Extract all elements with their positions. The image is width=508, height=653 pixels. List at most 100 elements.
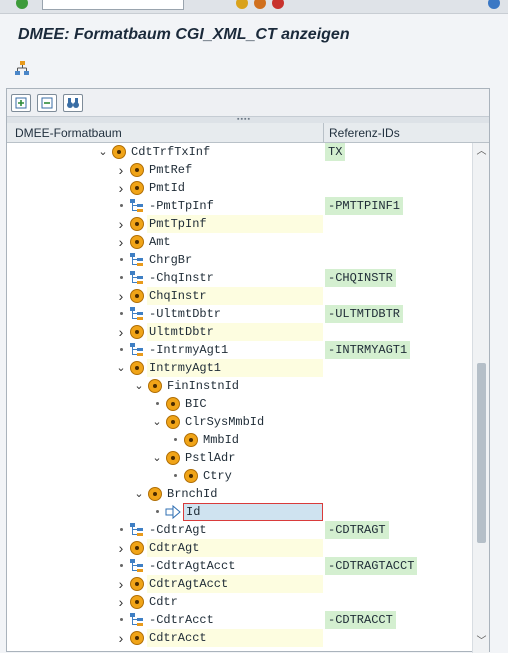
tree-row[interactable]: Ctry	[7, 467, 471, 485]
column-separator[interactable]	[323, 123, 324, 143]
tree-node-label[interactable]: PstlAdr	[185, 451, 236, 465]
tree-row[interactable]: ⌄ BrnchId	[7, 485, 471, 503]
tree-node-label[interactable]: -ChqInstr	[149, 271, 214, 285]
tree-row[interactable]: -ChqInstr-CHQINSTR	[7, 269, 471, 287]
tree-node-label[interactable]: CdtTrfTxInf	[131, 145, 211, 159]
tree-node-label[interactable]: Id	[183, 503, 323, 521]
tree-row[interactable]: -CdtrAgtAcct-CDTRAGTACCT	[7, 557, 471, 575]
chevron-down-icon[interactable]: ⌄	[134, 488, 144, 500]
chevron-right-icon[interactable]: ›	[118, 594, 124, 610]
reference-id: -CDTRACCT	[325, 611, 396, 629]
element-node-icon	[184, 433, 198, 447]
exit-icon[interactable]	[254, 0, 266, 9]
tree-node-label[interactable]: MmbId	[203, 433, 240, 447]
tree-node-label[interactable]: BIC	[185, 397, 207, 411]
collapse-all-button[interactable]	[37, 94, 57, 112]
tree-row[interactable]: -PmtTpInf-PMTTPINF1	[7, 197, 471, 215]
tree-row[interactable]: › PmtTpInf	[7, 215, 471, 233]
element-node-icon	[130, 631, 144, 645]
command-field[interactable]	[42, 0, 184, 10]
title-bar: DMEE: Formatbaum CGI_XML_CT anzeigen	[0, 16, 508, 54]
tree-row[interactable]: › Amt	[7, 233, 471, 251]
tree-node-label[interactable]: ChqInstr	[147, 287, 323, 305]
tree-node-label[interactable]: -IntrmyAgt1	[149, 343, 229, 357]
leaf-bullet-icon	[120, 204, 123, 207]
tree-row[interactable]: -UltmtDbtr-ULTMTDBTR	[7, 305, 471, 323]
tree-row[interactable]: › UltmtDbtr	[7, 323, 471, 341]
tree-row[interactable]: -CdtrAcct -CDTRACCT	[7, 611, 471, 629]
tree-node-label[interactable]: -CdtrAcct	[149, 613, 214, 627]
tree-node-label[interactable]: CdtrAgtAcct	[147, 575, 323, 593]
chevron-down-icon[interactable]: ⌄	[134, 380, 144, 392]
tree-row[interactable]: ChrgBr	[7, 251, 471, 269]
scroll-up-icon[interactable]: ︿	[476, 146, 487, 157]
tree-node-label[interactable]: CdtrAcct	[147, 629, 323, 647]
tree-row[interactable]: BIC	[7, 395, 471, 413]
chevron-down-icon[interactable]: ⌄	[152, 452, 162, 464]
leaf-bullet-icon	[156, 510, 159, 513]
chevron-down-icon[interactable]: ⌄	[152, 416, 162, 428]
tree-row[interactable]: Id	[7, 503, 471, 521]
tree-node-label[interactable]: FinInstnId	[167, 379, 240, 393]
tree-row[interactable]: MmbId	[7, 431, 471, 449]
tree-row[interactable]: › PmtRef	[7, 161, 471, 179]
tree-node-label[interactable]: UltmtDbtr	[147, 323, 323, 341]
help-icon[interactable]	[488, 0, 500, 9]
chevron-right-icon[interactable]: ›	[118, 180, 124, 196]
tree-node-label[interactable]: -PmtTpInf	[149, 199, 214, 213]
tree-node-label[interactable]: PmtRef	[149, 163, 193, 177]
tree-node-label[interactable]: ClrSysMmbId	[185, 415, 265, 429]
tree-row[interactable]: ⌄ ClrSysMmbId	[7, 413, 471, 431]
tree-node-label[interactable]: PmtId	[149, 181, 186, 195]
leaf-bullet-icon	[174, 438, 177, 441]
tree-node-label[interactable]: IntrmyAgt1	[147, 359, 323, 377]
cancel-icon[interactable]	[272, 0, 284, 9]
tree-row[interactable]: › CdtrAgt	[7, 539, 471, 557]
find-button[interactable]	[63, 94, 83, 112]
tree-row[interactable]: -IntrmyAgt1-INTRMYAGT1	[7, 341, 471, 359]
tree-node-label[interactable]: Ctry	[203, 469, 232, 483]
tree-node-label[interactable]: CdtrAgt	[147, 539, 323, 557]
tree-row[interactable]: › Cdtr	[7, 593, 471, 611]
splitter-handle[interactable]: ▪▪▪▪	[7, 116, 489, 123]
chevron-down-icon[interactable]: ⌄	[116, 362, 126, 374]
tree-node-label[interactable]: BrnchId	[167, 487, 218, 501]
scroll-down-icon[interactable]: ﹀	[476, 636, 487, 647]
hierarchy-icon[interactable]	[14, 60, 30, 76]
element-node-icon	[112, 145, 126, 159]
column-header-refs[interactable]: Referenz-IDs	[329, 126, 400, 140]
back-icon[interactable]	[236, 0, 248, 9]
tree-node-label[interactable]: -CdtrAgt	[149, 523, 207, 537]
check-icon[interactable]	[16, 0, 28, 9]
chevron-right-icon[interactable]: ›	[118, 216, 124, 232]
chevron-down-icon[interactable]: ⌄	[98, 146, 108, 158]
element-node-icon	[130, 163, 144, 177]
tree-row[interactable]: › PmtId	[7, 179, 471, 197]
tree-node-label[interactable]: Cdtr	[149, 595, 178, 609]
chevron-right-icon[interactable]: ›	[118, 630, 124, 646]
tree-row[interactable]: › ChqInstr	[7, 287, 471, 305]
chevron-right-icon[interactable]: ›	[118, 576, 124, 592]
tree-row[interactable]: › CdtrAgtAcct	[7, 575, 471, 593]
chevron-right-icon[interactable]: ›	[118, 288, 124, 304]
tree-row[interactable]: -CdtrAgt-CDTRAGT	[7, 521, 471, 539]
tree-row[interactable]: ⌄ PstlAdr	[7, 449, 471, 467]
tree-node-label[interactable]: ChrgBr	[149, 253, 193, 267]
tree-node-label[interactable]: -UltmtDbtr	[149, 307, 222, 321]
tree-row[interactable]: ⌄ FinInstnId	[7, 377, 471, 395]
tree-node-label[interactable]: -CdtrAgtAcct	[149, 559, 236, 573]
scroll-thumb[interactable]	[477, 363, 486, 543]
element-node-icon	[130, 325, 144, 339]
chevron-right-icon[interactable]: ›	[118, 324, 124, 340]
tree-row[interactable]: › CdtrAcct	[7, 629, 471, 647]
vertical-scrollbar[interactable]: ︿ ﹀	[472, 143, 489, 653]
chevron-right-icon[interactable]: ›	[118, 540, 124, 556]
expand-all-button[interactable]	[11, 94, 31, 112]
column-header-tree[interactable]: DMEE-Formatbaum	[15, 126, 122, 140]
chevron-right-icon[interactable]: ›	[118, 234, 124, 250]
tree-row[interactable]: ⌄ IntrmyAgt1	[7, 359, 471, 377]
tree-node-label[interactable]: Amt	[149, 235, 171, 249]
tree-node-label[interactable]: PmtTpInf	[147, 215, 323, 233]
chevron-right-icon[interactable]: ›	[118, 162, 124, 178]
